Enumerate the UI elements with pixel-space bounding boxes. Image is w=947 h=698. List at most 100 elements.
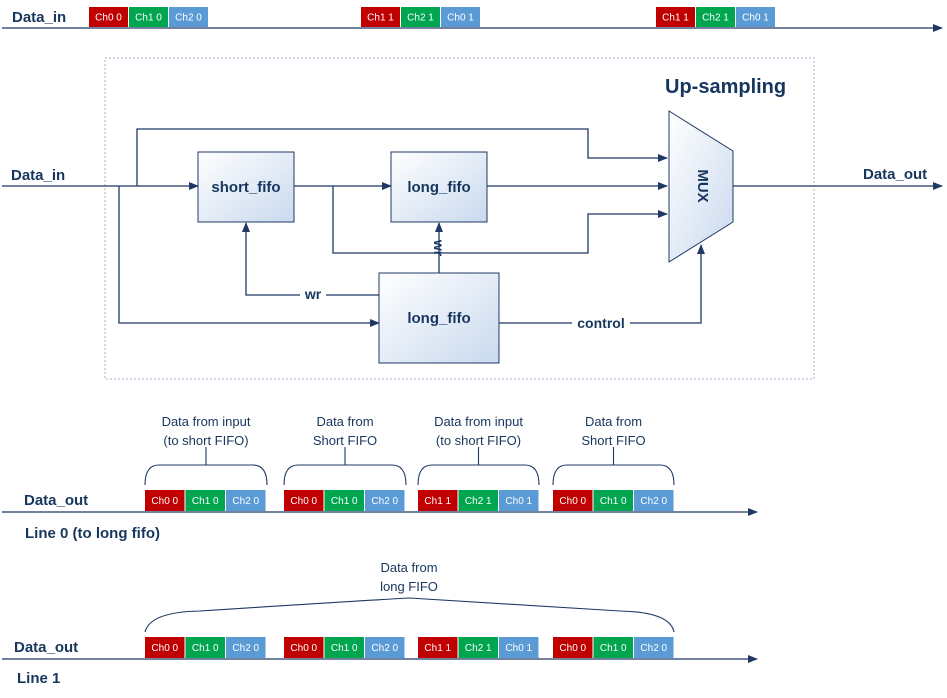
annotation-text: Short FIFO [313, 433, 377, 448]
up-sampling-title: Up-sampling [665, 76, 786, 98]
packet-cell [129, 7, 168, 27]
packet-cell-label: Ch1 0 [192, 496, 219, 507]
brace [552, 464, 675, 486]
data-out-line0-label: Data_out [24, 492, 88, 509]
packet-cell-label: Ch1 0 [600, 643, 627, 654]
brace [144, 464, 268, 486]
packet-cell-label: Ch2 0 [640, 496, 667, 507]
packet-cell [458, 637, 498, 658]
packet-cell [324, 490, 364, 511]
packet-cell-label: Ch1 0 [331, 643, 358, 654]
data-out-right-label: Data_out [863, 166, 927, 183]
wr-horizontal-label: wr [304, 286, 322, 302]
packet-cell [226, 490, 266, 511]
packet-cell-label: Ch1 1 [424, 643, 451, 654]
packet-cell [696, 7, 735, 27]
packet-cell [169, 7, 208, 27]
annotation-text: Data from input [162, 414, 251, 429]
short-fifo-to-mux-wire [332, 186, 668, 254]
packet-cell [324, 637, 364, 658]
annotation-text: Short FIFO [581, 433, 645, 448]
line1-annotation: Data from long FIFO [144, 560, 675, 633]
packet-cell-label: Ch2 0 [371, 643, 398, 654]
packet-cell-label: Ch2 1 [702, 13, 729, 24]
packet-cell-label: Ch1 1 [424, 496, 451, 507]
packet-cell [593, 637, 633, 658]
line0-annotations: Data from input (to short FIFO) Data fromS… [144, 414, 675, 486]
packet-cell [458, 490, 498, 511]
packet-cell [284, 490, 324, 511]
line0-label: Line 0 (to long fifo) [25, 525, 160, 542]
annotation-text: long FIFO [380, 579, 438, 594]
packet-cell-label: Ch2 0 [371, 496, 398, 507]
packet-cell-label: Ch1 0 [135, 13, 162, 24]
annotation-text: (to short FIFO) [436, 433, 521, 448]
line1-label: Line 1 [17, 670, 60, 687]
mux-label: MUX [694, 169, 711, 202]
brace [144, 597, 675, 633]
packet-cell-label: Ch0 0 [95, 13, 122, 24]
wr-vertical-label: wr [431, 239, 447, 257]
brace [283, 464, 407, 486]
packet-cell-label: Ch2 0 [232, 643, 259, 654]
packet-cell [185, 637, 225, 658]
annotation-text: Data from [380, 560, 437, 575]
packet-cell [553, 490, 593, 511]
packet-cell [736, 7, 775, 27]
packet-cell-label: Ch1 0 [600, 496, 627, 507]
data-in-top-label: Data_in [12, 9, 66, 26]
packet-cell-label: Ch0 1 [742, 13, 769, 24]
packet-cell-label: Ch1 0 [331, 496, 358, 507]
wr-label-bg [300, 286, 326, 302]
packet-cell-label: Ch0 0 [290, 643, 317, 654]
packet-cell-label: Ch2 0 [175, 13, 202, 24]
long-fifo-top-label: long_fifo [407, 179, 470, 196]
packet-cell [441, 7, 480, 27]
packet-cell [418, 637, 458, 658]
packet-cell [656, 7, 695, 27]
packet-cell [401, 7, 440, 27]
packet-cell [634, 637, 674, 658]
line1-stream: Ch0 0 Ch1 0 Ch2 0 Ch0 0 Ch1 0 Ch2 0 Ch1 1 Ch2 1… [145, 637, 674, 658]
packet-cell-label: Ch1 1 [662, 13, 689, 24]
control-wire [499, 244, 705, 324]
annotation-text: Data from input [434, 414, 523, 429]
control-label: control [577, 315, 624, 331]
packet-cell [185, 490, 225, 511]
packet-cell [553, 637, 593, 658]
long-fifo-top-box [390, 151, 488, 223]
packet-cell-label: Ch2 0 [232, 496, 259, 507]
packet-cell-label: Ch0 1 [447, 13, 474, 24]
packet-cell [89, 7, 128, 27]
packet-cell-label: Ch0 0 [559, 496, 586, 507]
packet-cell-label: Ch0 1 [505, 496, 532, 507]
packet-cell [361, 7, 400, 27]
packet-cell-label: Ch2 1 [407, 13, 434, 24]
up-sampling-boundary [104, 57, 815, 380]
packet-cell [634, 490, 674, 511]
packet-cell-label: Ch2 1 [465, 643, 492, 654]
packet-cell [226, 637, 266, 658]
control-label-bg [572, 314, 630, 331]
brace [417, 464, 540, 486]
packet-cell-label: Ch2 1 [465, 496, 492, 507]
packet-cell [499, 490, 539, 511]
packet-cell [418, 490, 458, 511]
packet-cell [145, 637, 185, 658]
bypass-wire [136, 128, 668, 186]
data-in-left-label: Data_in [11, 167, 65, 184]
packet-cell [365, 490, 405, 511]
line0-stream: Ch0 0 Ch1 0 Ch2 0 Ch0 0 Ch1 0 Ch2 0 Ch1 1 Ch2 1… [145, 490, 674, 511]
annotation-text: Data from [585, 414, 642, 429]
packet-cell [365, 637, 405, 658]
long-fifo-bottom-label: long_fifo [407, 310, 470, 327]
packet-cell-label: Ch2 0 [640, 643, 667, 654]
packet-cell-label: Ch0 0 [151, 496, 178, 507]
long-fifo-bottom-box [378, 272, 500, 364]
data-out-line1-label: Data_out [14, 639, 78, 656]
annotation-text: (to short FIFO) [163, 433, 248, 448]
packet-cell-label: Ch0 0 [151, 643, 178, 654]
